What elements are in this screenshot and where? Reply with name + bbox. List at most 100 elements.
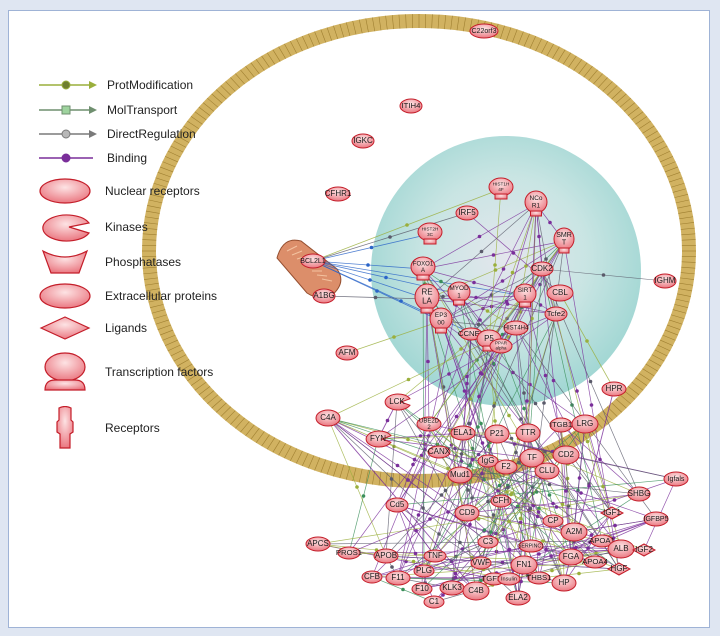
node-igf1[interactable]: IGF1	[599, 506, 625, 520]
node-hist4h4[interactable]: HIST4H4	[503, 320, 529, 336]
node-vwf[interactable]: VWF	[470, 556, 492, 570]
node-cp[interactable]: CP	[542, 514, 564, 528]
node-f2[interactable]: F2	[494, 459, 518, 475]
node-label-line2: 1	[523, 294, 527, 301]
node-igfbp5[interactable]: IGFBP5	[643, 511, 669, 527]
node-label: ELA2	[508, 593, 528, 602]
node-canx[interactable]: CANX	[427, 445, 451, 459]
node-cdk2[interactable]: CDK2	[530, 261, 554, 277]
node-plg[interactable]: PLG	[413, 564, 435, 578]
nucleus-sphere	[371, 136, 641, 406]
tf-icon	[44, 352, 86, 391]
node-itih4[interactable]: ITIH4	[399, 98, 423, 114]
node-apob[interactable]: APOB	[373, 548, 399, 564]
node-label: FN1	[516, 560, 532, 569]
node-lrg[interactable]: LRG	[571, 414, 599, 434]
node-clu[interactable]: CLU	[534, 462, 560, 480]
node-label: F11	[391, 573, 405, 582]
node-alb[interactable]: ALB	[607, 539, 635, 559]
node-itgb1[interactable]: ITGB1	[549, 417, 573, 433]
node-tnf[interactable]: TNF	[423, 549, 447, 563]
node-c4a[interactable]: C4A	[315, 409, 341, 427]
legend-shape-label: Phosphatases	[105, 255, 182, 269]
node-cbl[interactable]: CBL	[546, 284, 574, 302]
node-cfh[interactable]: CFH	[490, 494, 512, 508]
node-c3[interactable]: C3	[477, 535, 499, 549]
node-igf2[interactable]: IGF2	[631, 543, 657, 557]
node-apcs[interactable]: APCS	[305, 536, 331, 552]
node-label: HP	[558, 578, 569, 587]
node-a2m[interactable]: A2M	[560, 522, 588, 542]
node-pros1[interactable]: PROS1	[336, 546, 362, 560]
node-klk3[interactable]: KLK3	[439, 580, 465, 596]
node-p21[interactable]: P21	[484, 424, 510, 444]
node-label-line2: 2	[427, 425, 431, 431]
node-ela1[interactable]: ELA1	[450, 425, 476, 441]
legend-edge-label: ProtModification	[107, 78, 194, 92]
node-label: Mud1	[450, 470, 471, 479]
legend-shape-label: Kinases	[105, 220, 148, 234]
node-cfb[interactable]: CFB	[361, 570, 383, 584]
node-a1bg[interactable]: A1BG	[312, 288, 336, 304]
node-cfhr1[interactable]: CFHR1	[325, 186, 352, 202]
node-hp[interactable]: HP	[551, 574, 577, 592]
node-label: SIRT	[518, 287, 533, 294]
node-cd9[interactable]: CD9	[454, 504, 480, 522]
node-label: CFH	[493, 496, 510, 505]
node-hpr[interactable]: HPR	[601, 381, 627, 397]
node-c4b[interactable]: C4B	[462, 581, 490, 601]
node-cd2[interactable]: CD2	[552, 445, 580, 465]
node-thbs1[interactable]: THBS1	[527, 571, 552, 585]
node-insulin[interactable]: Insulin	[497, 572, 521, 586]
node-tcfe2[interactable]: Tcfe2	[544, 306, 568, 322]
legend-edge-moltransport: MolTransport	[37, 99, 177, 121]
node-label: IRF5	[458, 208, 476, 217]
node-c1[interactable]: C1	[423, 595, 445, 609]
node-label: KLK3	[442, 583, 462, 592]
node-bcl2l1[interactable]: BCL2L1	[300, 253, 326, 269]
node-f10[interactable]: F10	[411, 582, 433, 596]
node-ttr[interactable]: TTR	[515, 423, 541, 443]
node-igg[interactable]: IgG	[477, 454, 499, 468]
node-label: A1BG	[313, 291, 334, 300]
node-hgf[interactable]: HGF	[606, 562, 632, 576]
node-irf5[interactable]: IRF5	[455, 205, 479, 221]
node-ela2[interactable]: ELA2	[505, 590, 531, 606]
node-fga[interactable]: FGA	[558, 548, 584, 566]
node-apoa1[interactable]: APOA1	[589, 534, 615, 548]
node-fyn[interactable]: FYN	[365, 430, 392, 448]
legend-edge-label: MolTransport	[107, 103, 178, 117]
node-label: CD2	[558, 450, 575, 459]
node-fn1[interactable]: FN1	[510, 555, 538, 575]
node-f11[interactable]: F11	[385, 570, 411, 586]
node-mud1[interactable]: Mud1	[447, 466, 473, 484]
node-label: CFB	[364, 572, 380, 581]
node-tf[interactable]: TF	[519, 448, 545, 468]
node-label: F2	[501, 462, 511, 471]
node-igfals[interactable]: Igfals	[663, 471, 689, 487]
node-label: VWF	[472, 558, 490, 567]
node-apoa4[interactable]: APOA4	[582, 555, 609, 569]
node-ighm[interactable]: IGHM	[653, 273, 677, 289]
node-afm[interactable]: AFM	[335, 345, 359, 361]
node-c22orf3[interactable]: C22orf3	[469, 23, 499, 39]
node-igkc[interactable]: IGKC	[351, 133, 375, 149]
node-cd5[interactable]: Cd5	[385, 497, 409, 513]
legend-shape-label: Receptors	[105, 421, 160, 435]
node-serpinc1[interactable]: SERPINC1	[518, 539, 544, 553]
node-lck[interactable]: LCK	[384, 393, 411, 411]
node-shbg[interactable]: SHBG	[627, 486, 651, 502]
node-label: ALB	[613, 544, 628, 553]
